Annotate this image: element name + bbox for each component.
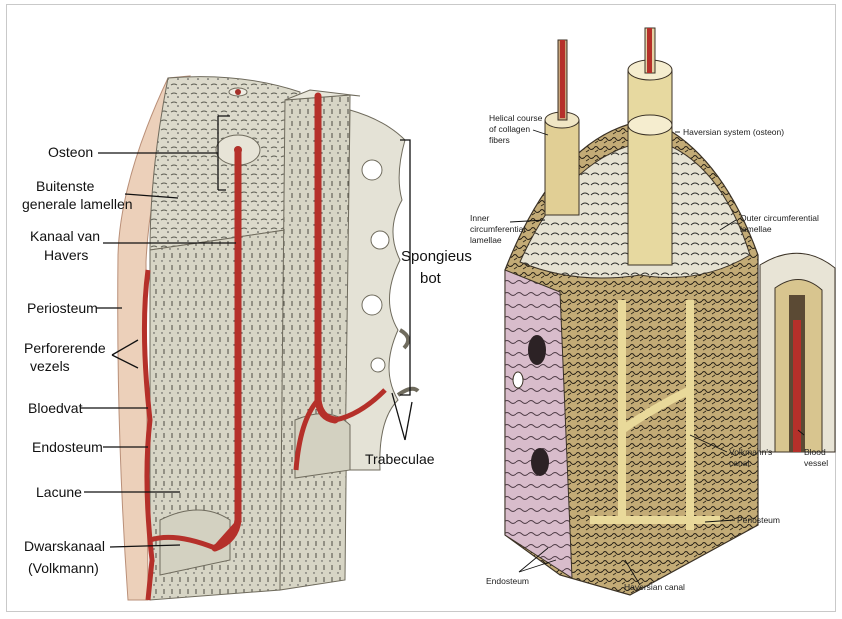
label-dwarskanaal-line1: Dwarskanaal: [24, 538, 105, 554]
label-periosteum: Periosteum: [27, 300, 98, 316]
label-volkmann-line2: canal: [729, 458, 750, 468]
label-outer-line1: Outer circumferential: [740, 213, 819, 223]
label-helical-line3: fibers: [489, 135, 510, 145]
label-blood-line2: vessel: [804, 458, 829, 468]
label-buitenste-line1: Buitenste: [36, 178, 95, 194]
label-kanaal-line1: Kanaal van: [30, 228, 101, 244]
label-haversian-canal: Haversian canal: [624, 582, 685, 592]
label-endosteum-en: Endosteum: [486, 576, 529, 586]
label-periosteum-en: Periosteum: [737, 515, 780, 525]
label-spongieus-line1: Spongieus: [401, 248, 472, 265]
label-haversian-system: Haversian system (osteon): [683, 127, 785, 137]
label-helical-line2: of collagen: [489, 124, 531, 134]
label-helical-line1: Helical course: [489, 113, 543, 123]
label-osteon: Osteon: [48, 144, 94, 160]
label-buitenste-line2: generale lamellen: [22, 196, 133, 212]
label-volkmann-line1: Volkmann's: [729, 447, 773, 457]
label-inner-line1: Inner: [470, 213, 490, 223]
label-endosteum: Endosteum: [32, 439, 103, 455]
label-inner-line3: lamellae: [470, 235, 502, 245]
label-lacune: Lacune: [36, 484, 82, 500]
label-inner-line2: circumferential: [470, 224, 526, 234]
label-trabeculae: Trabeculae: [365, 451, 435, 467]
label-spongieus-line2: bot: [420, 270, 441, 287]
label-bloedvat: Bloedvat: [28, 400, 83, 416]
label-outer-line2: lamellae: [740, 224, 772, 234]
label-perforerende-line2: vezels: [30, 358, 70, 374]
label-dwarskanaal-line2: (Volkmann): [28, 560, 99, 576]
label-perforerende-line1: Perforerende: [24, 340, 106, 356]
label-kanaal-line2: Havers: [44, 247, 89, 263]
label-blood-line1: Blood: [804, 447, 826, 457]
